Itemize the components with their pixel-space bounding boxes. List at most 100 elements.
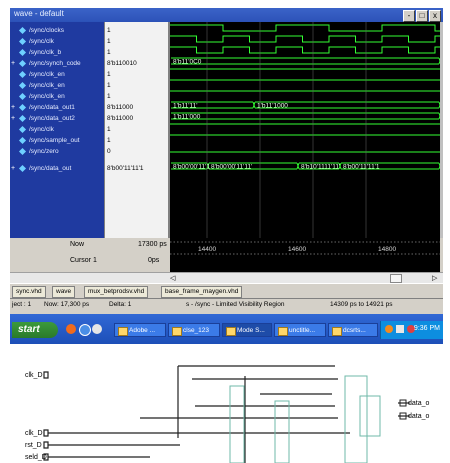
- taskbar-item-doc[interactable]: dcsrts...: [328, 323, 378, 337]
- waveform-clock: [170, 35, 440, 43]
- signal-name: /sync/clk_en: [29, 71, 65, 78]
- waveform-bus: [171, 57, 440, 65]
- scroll-thumb[interactable]: [390, 274, 402, 283]
- window-icon: [118, 327, 128, 336]
- quicklaunch-icon-2[interactable]: [79, 324, 91, 336]
- pane-divider: [104, 22, 105, 238]
- signal-row-name[interactable]: + /sync/data_out1: [10, 102, 104, 113]
- expand-toggle[interactable]: +: [11, 115, 16, 122]
- signal-row-name[interactable]: /sync/clk_en: [10, 80, 104, 91]
- signal-icon: [18, 114, 27, 123]
- signal-row-name[interactable]: + /sync/synch_code: [10, 58, 104, 69]
- expand-toggle[interactable]: +: [11, 60, 16, 67]
- waveform-clock: [170, 46, 440, 54]
- taskbar-item-modelsim[interactable]: Mode S...: [222, 323, 272, 337]
- signal-name: /sync/clk_en: [29, 93, 65, 100]
- status-delta: Delta: 1: [109, 301, 132, 308]
- waveform-bus: [171, 112, 440, 120]
- signal-row-name[interactable]: /sync/clk_b: [10, 47, 104, 58]
- signal-value: 1: [107, 137, 111, 144]
- signal-value: 1: [107, 126, 111, 133]
- tab-sync-vhd[interactable]: sync.vhd: [12, 286, 46, 298]
- pin-label-3: rst_D: [25, 442, 42, 449]
- tab-wave[interactable]: wave: [52, 286, 76, 298]
- ruler-tick-1: 14400: [198, 246, 216, 253]
- tray-icon-3[interactable]: [407, 325, 415, 333]
- tab-mux-betprodsv[interactable]: mux_betprodsv.vhd: [84, 286, 149, 298]
- status-range: 14309 ps to 14921 ps: [330, 301, 393, 308]
- window-icon: [278, 327, 288, 336]
- signal-name: /sync/data_out: [29, 165, 72, 172]
- signal-value: 1: [107, 82, 111, 89]
- taskbar-item-folder[interactable]: clse_123: [168, 323, 220, 337]
- signal-name: /sync/sample_out: [29, 137, 80, 144]
- now-value: 17300 ps: [138, 241, 167, 248]
- waveform-bus: [341, 162, 440, 170]
- signal-value: 8'b00'11'11'1: [107, 165, 144, 172]
- bus-value-label: 1'b11'000: [173, 113, 201, 120]
- signal-name: /sync/data_out1: [29, 104, 75, 111]
- ruler-tick-2: 14600: [288, 246, 306, 253]
- pin-label-4: seld_D: [25, 454, 47, 461]
- pin-label-5: data_o: [408, 400, 430, 407]
- waveform-vertical-scrollbar[interactable]: [440, 22, 443, 238]
- scroll-left-icon[interactable]: ◁: [170, 275, 176, 282]
- signal-name: /sync/synch_code: [29, 60, 81, 67]
- signal-name: /sync/data_out2: [29, 115, 75, 122]
- quicklaunch-icon-3[interactable]: [92, 324, 102, 334]
- status-region: s - /sync - Limited Visibility Region: [186, 301, 285, 308]
- signal-icon: [18, 81, 27, 90]
- signal-icon: [18, 136, 27, 145]
- pin-label-1: clk_D: [25, 372, 43, 379]
- signal-row-name[interactable]: /sync/zero: [10, 146, 104, 157]
- bus-value-label: 8'b11'0C0: [173, 58, 202, 65]
- expand-toggle[interactable]: +: [11, 165, 16, 172]
- taskbar-item-adobe[interactable]: Adobe ...: [114, 323, 166, 337]
- signal-row-name[interactable]: + /sync/data_out2: [10, 113, 104, 124]
- signal-row-name[interactable]: /sync/clk_en: [10, 91, 104, 102]
- document-tabs: sync.vhd wave mux_betprodsv.vhd base_fra…: [10, 283, 443, 298]
- signal-row-name[interactable]: /sync/clk: [10, 36, 104, 47]
- signal-value: 1: [107, 49, 111, 56]
- close-button[interactable]: x: [429, 10, 441, 22]
- signal-value: 1: [107, 93, 111, 100]
- waveform-pane[interactable]: 8'b11'0C01'b11'11'1'b11'10001'b11'0008'b…: [170, 22, 440, 238]
- quicklaunch-icon-1[interactable]: [66, 324, 76, 334]
- taskbar-item-label: unctitle...: [289, 327, 316, 334]
- screenshot-window: wave - default - □ x 8'b11'0C0 1'b11'11' 1…: [10, 8, 443, 344]
- pane-splitter[interactable]: [168, 22, 170, 238]
- taskbar-item-label: Mode S...: [237, 327, 265, 334]
- waveform-clock: [170, 24, 440, 32]
- signal-row-name[interactable]: /sync/clocks: [10, 25, 104, 36]
- horizontal-scrollbar[interactable]: ◁ ▷: [10, 272, 443, 283]
- signal-row-name[interactable]: /sync/sample_out: [10, 135, 104, 146]
- taskbar-item-untitled[interactable]: unctitle...: [274, 323, 326, 337]
- signal-row-name[interactable]: /sync/clk_en: [10, 69, 104, 80]
- minimize-button[interactable]: -: [403, 10, 415, 22]
- maximize-button[interactable]: □: [416, 10, 428, 22]
- signal-row-name[interactable]: + /sync/data_out: [10, 163, 104, 174]
- bus-value-label: 1'b11'11': [173, 102, 197, 109]
- waveform-bus: [299, 162, 342, 170]
- ruler-timeline[interactable]: 14400 14600 14800: [170, 238, 440, 272]
- folder-icon: [172, 327, 182, 336]
- start-button[interactable]: start: [12, 322, 58, 338]
- signal-icon: [18, 37, 27, 46]
- pin-label-6: data_o: [408, 413, 430, 420]
- signal-name-pane[interactable]: [10, 22, 104, 238]
- pin-label-2: clk_D: [25, 430, 43, 437]
- signal-value: 8'b11000: [107, 104, 134, 111]
- expand-toggle[interactable]: +: [11, 104, 16, 111]
- window-title: wave - default: [14, 9, 64, 18]
- signal-value: 0: [107, 148, 111, 155]
- scroll-right-icon[interactable]: ▷: [432, 275, 438, 282]
- window-icon: [226, 327, 236, 336]
- tab-base-frame-maygen[interactable]: base_frame_maygen.vhd: [161, 286, 243, 298]
- signal-value-pane[interactable]: [105, 22, 168, 238]
- tray-icon-1[interactable]: [385, 325, 393, 333]
- bus-value-label: 8'b10'1111'11': [301, 163, 340, 170]
- tray-icon-2[interactable]: [396, 325, 404, 333]
- signal-row-name[interactable]: /sync/clk: [10, 124, 104, 135]
- title-bar[interactable]: wave - default - □ x: [10, 8, 443, 22]
- cursor-value: 0ps: [148, 257, 160, 264]
